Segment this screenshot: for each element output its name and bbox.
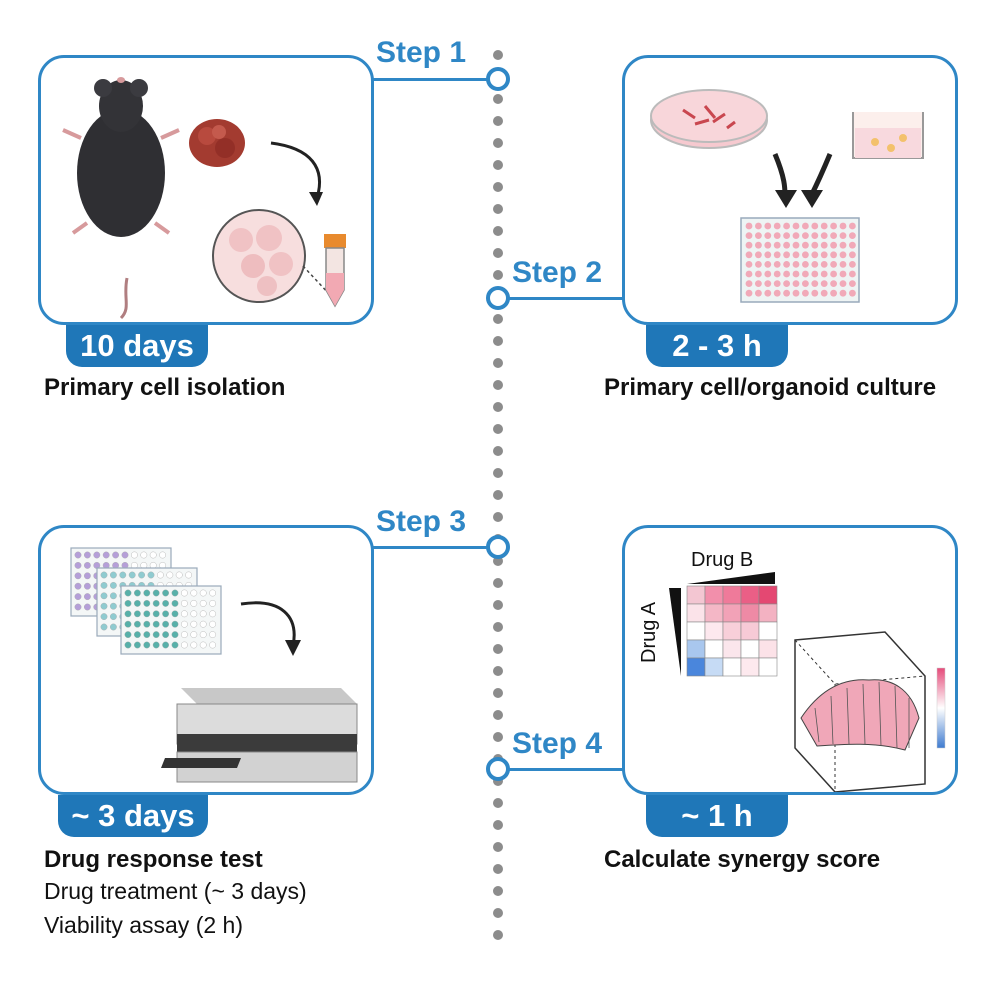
timeline-dot — [493, 622, 503, 632]
plate-reader-icon — [161, 688, 358, 783]
well-plate-icon — [740, 217, 860, 303]
heatmap-x-label: Drug B — [691, 549, 753, 571]
timeline-dot — [493, 512, 503, 522]
timeline-dot — [493, 864, 503, 874]
step4-panel: Drug B Drug A — [622, 525, 958, 795]
timeline-dot — [493, 666, 503, 676]
timeline-dot — [493, 490, 503, 500]
colorbar — [936, 667, 946, 749]
mouse-icon — [62, 77, 180, 320]
step3-illustration — [70, 547, 358, 783]
step3-duration-badge: ~ 3 days — [58, 795, 208, 837]
cells-magnified-icon — [212, 209, 332, 303]
well-plate-stack-icon — [70, 547, 222, 655]
timeline-dot — [493, 644, 503, 654]
step3-panel — [38, 525, 374, 795]
synergy-3d-surface — [794, 631, 946, 792]
step2-illustration — [650, 89, 924, 303]
heatmap-y-label: Drug A — [638, 601, 660, 663]
timeline-dot — [493, 886, 503, 896]
timeline-dot — [493, 798, 503, 808]
timeline-dot — [493, 908, 503, 918]
timeline-dot — [493, 248, 503, 258]
timeline-dot — [493, 204, 503, 214]
step3-detail-2: Viability assay (2 h) — [44, 912, 243, 938]
step2-connector — [506, 297, 624, 300]
timeline-dot — [493, 336, 503, 346]
step2-label: Step 2 — [512, 256, 603, 289]
timeline-dot — [493, 270, 503, 280]
timeline-dot — [493, 556, 503, 566]
timeline-dot — [493, 688, 503, 698]
organoid-well-icon — [852, 112, 924, 159]
falcon-tube-icon — [324, 234, 346, 308]
step3-node — [486, 535, 510, 559]
timeline-dot — [493, 578, 503, 588]
timeline-dot — [493, 842, 503, 852]
step2-node — [486, 286, 510, 310]
step4-label: Step 4 — [512, 727, 603, 760]
drug-b-gradient-icon — [687, 572, 775, 584]
step3-detail-1: Drug treatment (~ 3 days) — [44, 878, 307, 904]
synergy-heatmap — [686, 585, 778, 677]
step1-illustration — [62, 77, 346, 320]
drug-a-gradient-icon — [669, 588, 681, 676]
step1-title: Primary cell isolation — [44, 374, 286, 401]
step1-connector — [372, 78, 490, 81]
timeline-dot — [493, 424, 503, 434]
timeline-dot — [493, 94, 503, 104]
step4-node — [486, 757, 510, 781]
timeline-dot — [493, 138, 503, 148]
step1-node — [486, 67, 510, 91]
step3-connector — [372, 546, 490, 549]
petri-dish-icon — [650, 89, 768, 149]
timeline-dot — [493, 116, 503, 126]
timeline-dot — [493, 226, 503, 236]
step1-label: Step 1 — [376, 36, 467, 69]
step3-label: Step 3 — [376, 505, 467, 538]
tissue-icon — [189, 119, 245, 167]
timeline-dot — [493, 50, 503, 60]
timeline-dot — [493, 402, 503, 412]
step2-duration-badge: 2 - 3 h — [646, 325, 788, 367]
step1-panel — [38, 55, 374, 325]
timeline-dot — [493, 930, 503, 940]
step3-title: Drug response test — [44, 846, 263, 873]
timeline-dot — [493, 160, 503, 170]
step2-panel — [622, 55, 958, 325]
step4-illustration: Drug B Drug A — [638, 549, 946, 792]
timeline-dot — [493, 710, 503, 720]
timeline-dot — [493, 446, 503, 456]
timeline-dot — [493, 820, 503, 830]
curved-arrow-icon — [270, 141, 322, 199]
timeline-dot — [493, 314, 503, 324]
timeline-dot — [493, 182, 503, 192]
step4-connector — [506, 768, 624, 771]
step4-duration-badge: ~ 1 h — [646, 795, 788, 837]
step4-title: Calculate synergy score — [604, 846, 881, 873]
timeline-dot — [493, 358, 503, 368]
timeline-dot — [493, 380, 503, 390]
timeline-dot — [493, 468, 503, 478]
timeline-dot — [493, 600, 503, 610]
step2-title: Primary cell/organoid culture — [604, 374, 937, 401]
timeline-dot — [493, 776, 503, 786]
timeline-dot — [493, 732, 503, 742]
step1-duration-badge: 10 days — [66, 325, 208, 367]
